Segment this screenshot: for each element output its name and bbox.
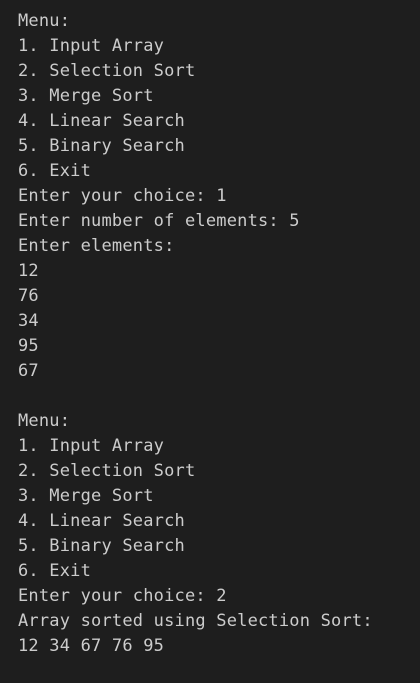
terminal-line-menu-option-1: 1. Input Array	[18, 436, 165, 456]
terminal-line-menu-option-4: 4. Linear Search	[18, 511, 185, 531]
terminal-line-element: 95	[18, 336, 39, 356]
terminal-line-blank	[18, 384, 420, 409]
terminal-line-menu-option-2: 2. Selection Sort	[18, 461, 196, 481]
terminal-line-menu-option-6: 6. Exit	[18, 561, 92, 581]
terminal-line-menu-option-1: 1. Input Array	[18, 36, 165, 56]
terminal-line-menu-option-2: 2. Selection Sort	[18, 61, 196, 81]
terminal-line-choice-prompt: Enter your choice: 1	[18, 186, 227, 206]
terminal-line-element: 34	[18, 311, 39, 331]
terminal-output: Menu: 1. Input Array 2. Selection Sort 3…	[18, 9, 420, 659]
terminal-line-menu-option-5: 5. Binary Search	[18, 136, 185, 156]
terminal-line-choice-prompt: Enter your choice: 2	[18, 586, 227, 606]
terminal-line-menu-header: Menu:	[18, 11, 71, 31]
terminal-line-elements-prompt: Enter elements:	[18, 236, 175, 256]
terminal-line-element: 76	[18, 286, 39, 306]
terminal-line-sorted-array: 12 34 67 76 95	[18, 636, 165, 656]
terminal-line-element: 67	[18, 361, 39, 381]
terminal-line-menu-option-3: 3. Merge Sort	[18, 486, 154, 506]
terminal-line-sort-result-label: Array sorted using Selection Sort:	[18, 611, 373, 631]
terminal-line-element: 12	[18, 261, 39, 281]
terminal-line-menu-option-3: 3. Merge Sort	[18, 86, 154, 106]
terminal-line-menu-option-5: 5. Binary Search	[18, 536, 185, 556]
terminal-line-menu-option-4: 4. Linear Search	[18, 111, 185, 131]
terminal-line-menu-header: Menu:	[18, 411, 71, 431]
terminal-line-menu-option-6: 6. Exit	[18, 161, 92, 181]
terminal-line-count-prompt: Enter number of elements: 5	[18, 211, 300, 231]
